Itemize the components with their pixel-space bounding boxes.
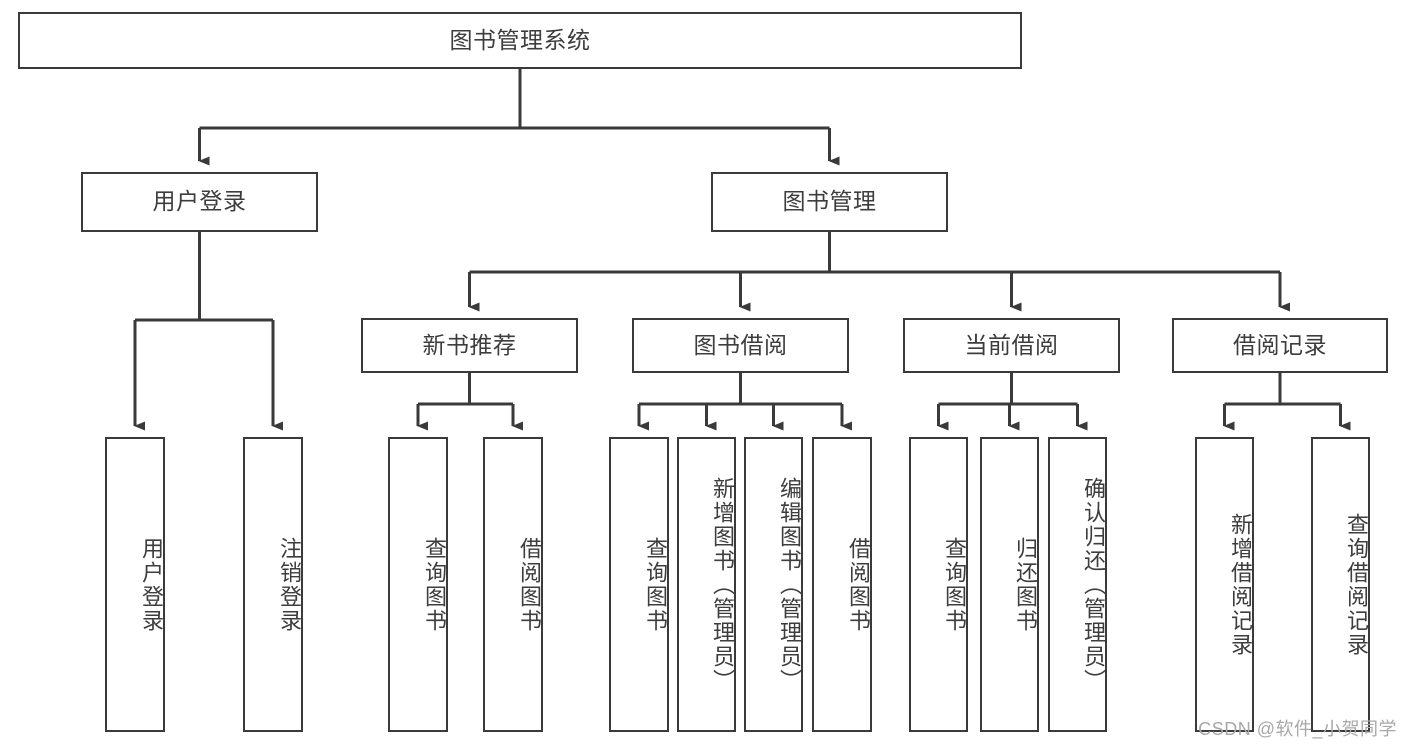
node-leaf-confirm-return[interactable]: 确认归还（管理员） — [1048, 437, 1107, 732]
node-leaf-add-borrow-record-label: 新增借阅记录 — [1228, 512, 1253, 657]
node-leaf-return-book-label: 归还图书 — [1013, 536, 1038, 633]
node-leaf-borrow-book-recommend-label: 借阅图书 — [517, 536, 542, 633]
node-leaf-edit-book-label: 编辑图书（管理员） — [777, 476, 802, 693]
node-leaf-query-book-borrow[interactable]: 查询图书 — [609, 437, 669, 732]
node-root[interactable]: 图书管理系统 — [18, 12, 1022, 69]
node-root-label: 图书管理系统 — [449, 26, 591, 53]
node-leaf-add-borrow-record[interactable]: 新增借阅记录 — [1195, 437, 1254, 732]
node-user-login[interactable]: 用户登录 — [81, 172, 318, 232]
node-borrow-record[interactable]: 借阅记录 — [1172, 318, 1388, 373]
node-leaf-user-login[interactable]: 用户登录 — [105, 437, 165, 732]
node-leaf-confirm-return-label: 确认归还（管理员） — [1081, 476, 1106, 693]
node-leaf-logout[interactable]: 注销登录 — [243, 437, 303, 732]
node-leaf-query-book-recommend-label: 查询图书 — [422, 536, 447, 633]
node-new-book-recommend[interactable]: 新书推荐 — [361, 318, 578, 373]
node-book-borrow[interactable]: 图书借阅 — [632, 318, 849, 373]
node-leaf-query-book-current-label: 查询图书 — [942, 536, 967, 633]
node-new-book-recommend-label: 新书推荐 — [422, 331, 517, 358]
node-leaf-add-book-label: 新增图书（管理员） — [710, 476, 735, 693]
node-leaf-query-borrow-record[interactable]: 查询借阅记录 — [1311, 437, 1370, 732]
node-leaf-query-book-borrow-label: 查询图书 — [643, 536, 668, 633]
node-leaf-edit-book[interactable]: 编辑图书（管理员） — [744, 437, 803, 732]
node-leaf-query-book-recommend[interactable]: 查询图书 — [388, 437, 448, 732]
node-leaf-borrow-book[interactable]: 借阅图书 — [812, 437, 872, 732]
node-book-borrow-label: 图书借阅 — [693, 331, 788, 358]
node-current-borrow-label: 当前借阅 — [964, 331, 1059, 358]
node-leaf-return-book[interactable]: 归还图书 — [980, 437, 1039, 732]
node-book-manage[interactable]: 图书管理 — [711, 172, 948, 232]
node-leaf-borrow-book-label: 借阅图书 — [846, 536, 871, 633]
node-leaf-query-book-current[interactable]: 查询图书 — [909, 437, 968, 732]
node-leaf-borrow-book-recommend[interactable]: 借阅图书 — [483, 437, 543, 732]
node-user-login-label: 用户登录 — [152, 188, 247, 215]
node-leaf-logout-label: 注销登录 — [277, 536, 302, 633]
node-leaf-query-borrow-record-label: 查询借阅记录 — [1344, 512, 1369, 657]
node-borrow-record-label: 借阅记录 — [1233, 331, 1327, 358]
node-leaf-add-book[interactable]: 新增图书（管理员） — [677, 437, 736, 732]
node-leaf-user-login-label: 用户登录 — [139, 536, 164, 633]
node-current-borrow[interactable]: 当前借阅 — [903, 318, 1120, 373]
node-book-manage-label: 图书管理 — [782, 188, 877, 215]
watermark: CSDN @软件_小贺同学 — [1198, 719, 1397, 739]
